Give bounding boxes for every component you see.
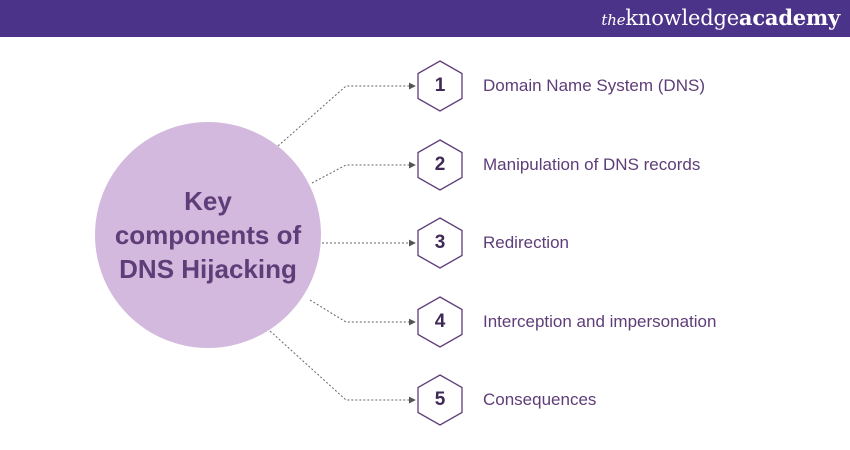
step-1-hexagon: 1 [417, 60, 463, 112]
header-bar: theknowledgeacademy [0, 0, 850, 37]
center-circle: Key components of DNS Hijacking [95, 122, 321, 348]
connector-5 [269, 330, 416, 404]
brand-logo: theknowledgeacademy [601, 6, 840, 32]
brand-knowledge: knowledge [625, 6, 739, 30]
step-1-label: Domain Name System (DNS) [483, 76, 705, 95]
connector-4 [309, 299, 416, 326]
step-3-number: 3 [434, 232, 446, 253]
step-3-label: Redirection [483, 233, 569, 252]
step-2-hexagon: 2 [417, 139, 463, 191]
brand-the: the [601, 11, 626, 29]
step-2-label: Manipulation of DNS records [483, 155, 701, 174]
connector-1 [277, 82, 416, 147]
step-2-number: 2 [434, 154, 446, 175]
connector-2 [311, 161, 416, 184]
step-5-label: Consequences [483, 390, 597, 409]
brand-academy: academy [738, 5, 840, 30]
step-3-hexagon: 3 [417, 217, 463, 269]
step-1-number: 1 [434, 75, 446, 96]
step-5-hexagon: 5 [417, 374, 463, 426]
step-5-number: 5 [434, 389, 446, 410]
center-title: Key components of DNS Hijacking [114, 186, 302, 284]
step-4-label: Interception and impersonation [483, 312, 717, 331]
step-4-number: 4 [434, 311, 446, 332]
step-4-hexagon: 4 [417, 296, 463, 348]
